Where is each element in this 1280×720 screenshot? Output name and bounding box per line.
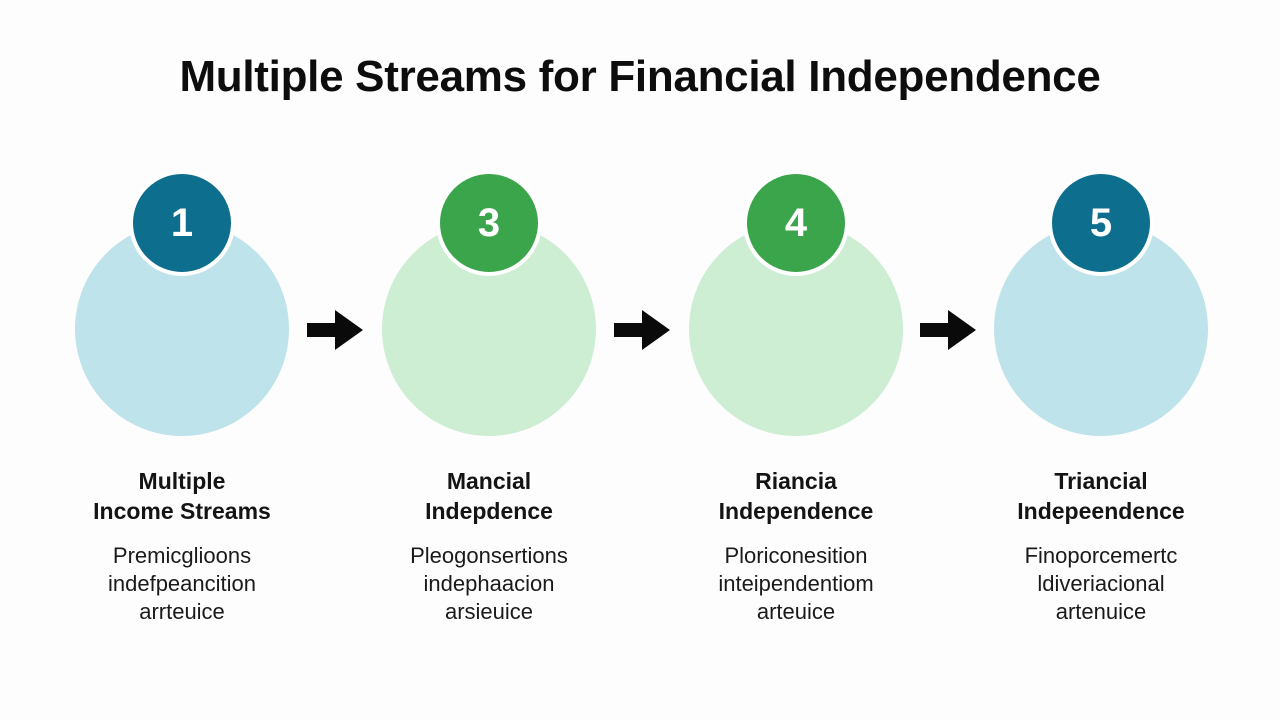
step-1-desc-line-2: indefpeancition [107, 571, 256, 596]
step-3-desc-line-1: Ploriconesition [724, 543, 868, 568]
step-3-badge: 4 [743, 170, 849, 276]
step-4-desc-line-2: ldiveriacional [1037, 571, 1165, 596]
step-4-desc-line-3: artenuice [1055, 599, 1147, 624]
step-4-heading-line-1: Triancial [1054, 468, 1148, 494]
arrow-right-icon [614, 310, 670, 350]
arrow-right-icon [307, 310, 363, 350]
step-2-heading-line-2: Indepdence [425, 498, 553, 524]
step-1-badge: 1 [129, 170, 235, 276]
arrow-right-icon [920, 310, 976, 350]
step-3-heading: Riancia Independence [666, 466, 926, 526]
step-1-heading: Multiple Income Streams [52, 466, 312, 526]
step-1-desc-line-3: arrteuice [139, 599, 225, 624]
step-1-heading-line-1: Multiple [138, 468, 226, 494]
step-2-description: Pleogonsertions indephaacion arsieuice [359, 542, 619, 626]
step-4-description: Finoporcemertc ldiveriacional artenuice [971, 542, 1231, 626]
step-1-heading-line-2: Income Streams [93, 498, 271, 524]
step-2-heading-line-1: Mancial [446, 468, 532, 494]
step-4-desc-line-1: Finoporcemertc [1024, 543, 1178, 568]
step-3-desc-line-3: arteuice [756, 599, 836, 624]
step-3-heading-line-2: Independence [718, 498, 874, 524]
step-2-badge: 3 [436, 170, 542, 276]
step-3-heading-line-1: Riancia [755, 468, 837, 494]
step-3-description: Ploriconesition inteipendentiom arteuice [666, 542, 926, 626]
step-2-desc-line-1: Pleogonsertions [410, 543, 568, 568]
step-2-desc-line-2: indephaacion [423, 571, 555, 596]
step-2-heading: Mancial Indepdence [359, 466, 619, 526]
step-1-description: Premicglioons indefpeancition arrteuice [52, 542, 312, 626]
step-2-desc-line-3: arsieuice [444, 599, 534, 624]
step-4-badge: 5 [1048, 170, 1154, 276]
step-1-desc-line-1: Premicglioons [112, 543, 252, 568]
step-3-desc-line-2: inteipendentiom [718, 571, 874, 596]
diagram-title: Multiple Streams for Financial Independe… [179, 52, 1101, 101]
step-4-heading: Triancial Indepeendence [971, 466, 1231, 526]
step-4-heading-line-2: Indepeendence [1017, 498, 1185, 524]
